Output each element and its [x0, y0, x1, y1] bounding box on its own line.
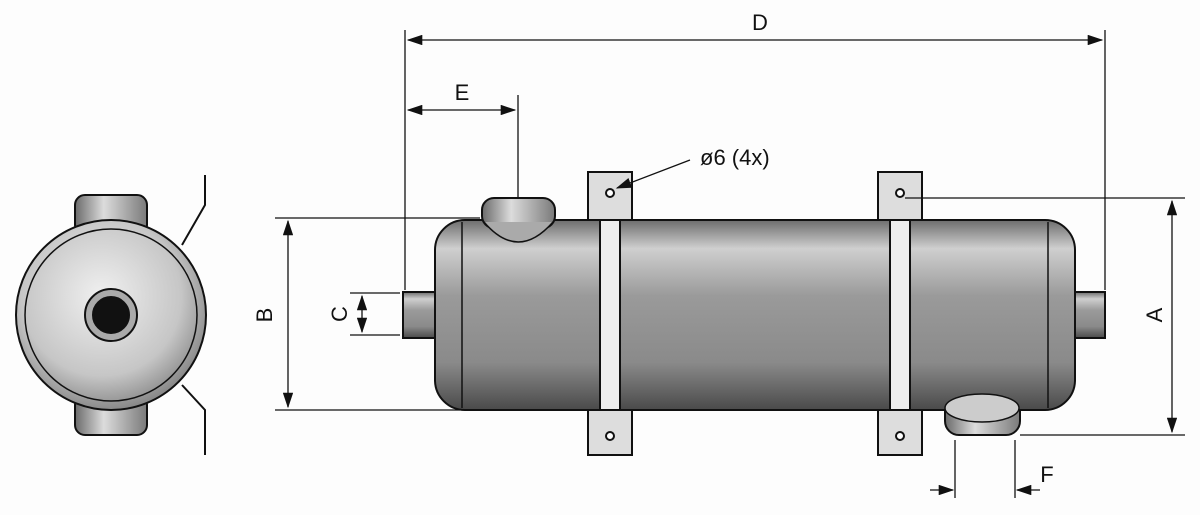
label-b: B [252, 308, 277, 323]
label-c: C [327, 306, 352, 322]
label-a: A [1142, 307, 1167, 322]
shell-body [434, 219, 1076, 411]
end-view-bracket-top [181, 175, 206, 246]
mounting-strap-left [587, 171, 633, 456]
hole-leader [615, 159, 691, 189]
dimension-lines [275, 30, 1185, 498]
mounting-strap-right [877, 171, 923, 456]
end-view-bracket-bottom [181, 384, 206, 455]
side-view [402, 171, 1106, 456]
label-f: F [1040, 462, 1053, 487]
label-d: D [752, 10, 768, 35]
label-e: E [455, 80, 470, 105]
label-hole: ø6 (4x) [700, 145, 770, 170]
end-view [15, 175, 207, 455]
